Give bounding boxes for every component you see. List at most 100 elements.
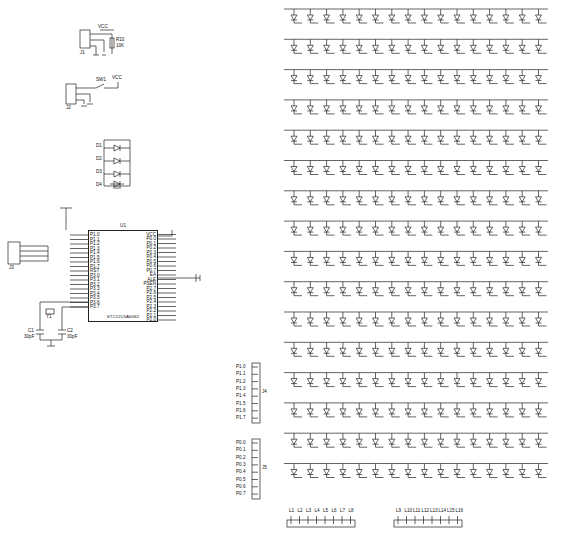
wire [291, 100, 302, 114]
wire [389, 221, 400, 235]
wire [421, 130, 432, 144]
wire [519, 221, 530, 235]
pin-label: L14 [439, 509, 447, 514]
wire [438, 312, 449, 326]
wire [252, 396, 258, 397]
wire [519, 433, 530, 447]
wire [519, 191, 530, 205]
wire [340, 9, 351, 23]
wire [356, 312, 367, 326]
wire [252, 403, 258, 404]
pin-label: 10K [116, 44, 124, 49]
wire [536, 464, 547, 478]
wire [487, 191, 498, 205]
pin-label: P3.7 [90, 305, 99, 310]
wire [70, 235, 88, 236]
wire [158, 288, 176, 289]
wire [291, 342, 302, 356]
wire [70, 253, 88, 254]
wire [454, 433, 465, 447]
pin-label: C1 [28, 329, 34, 334]
header-symbol [287, 520, 355, 527]
wire [421, 403, 432, 417]
wire [389, 403, 400, 417]
wire [470, 100, 481, 114]
wire [252, 443, 258, 444]
wire [284, 160, 548, 161]
wire [324, 433, 335, 447]
pin-label: L12 [422, 509, 430, 514]
wire [284, 433, 548, 434]
wire [438, 161, 449, 175]
wire [487, 39, 498, 53]
wire [503, 191, 514, 205]
wire [373, 161, 384, 175]
wire [421, 100, 432, 114]
wire [421, 342, 432, 356]
wire [519, 312, 530, 326]
wire [307, 9, 318, 23]
wire [487, 161, 498, 175]
wire [487, 403, 498, 417]
wire [373, 282, 384, 296]
wire [356, 130, 367, 144]
wire [389, 312, 400, 326]
wire [158, 257, 176, 258]
pin-label: P1.0 [236, 365, 245, 370]
wire [356, 221, 367, 235]
wire [487, 130, 498, 144]
pin-label: L4 [315, 509, 320, 514]
wire [454, 70, 465, 84]
wire [421, 39, 432, 53]
wire [438, 342, 449, 356]
wire [405, 373, 416, 387]
wire [284, 342, 548, 343]
wire [373, 221, 384, 235]
wire [252, 464, 258, 465]
wire [519, 251, 530, 265]
wire [487, 282, 498, 296]
wire [325, 516, 326, 524]
wire [398, 516, 399, 524]
pin-label: L16 [456, 509, 464, 514]
pin-label: C2 [67, 329, 73, 334]
wire [284, 312, 548, 313]
wire [470, 342, 481, 356]
wire [438, 100, 449, 114]
pin-label: L2 [298, 509, 303, 514]
wire [70, 302, 88, 303]
wire [158, 279, 176, 280]
wire [487, 464, 498, 478]
wire [70, 284, 88, 285]
wire [324, 282, 335, 296]
wire [356, 282, 367, 296]
pin-label: L9 [396, 509, 401, 514]
wire [252, 418, 258, 419]
wire [470, 282, 481, 296]
wire [291, 433, 302, 447]
wire [423, 516, 424, 524]
pin-label: P0.1 [236, 448, 245, 453]
wire [449, 516, 450, 524]
wire [252, 374, 258, 375]
wire [503, 70, 514, 84]
wire [307, 100, 318, 114]
wire [503, 221, 514, 235]
wire [470, 161, 481, 175]
wire [252, 472, 258, 473]
wire [307, 403, 318, 417]
wire [252, 494, 258, 495]
wire [70, 248, 88, 249]
wire [291, 9, 302, 23]
pin-label: D3 [96, 170, 102, 175]
diode-symbol [104, 145, 130, 187]
wire [389, 342, 400, 356]
wire [405, 39, 416, 53]
wire [158, 320, 176, 321]
wire [340, 161, 351, 175]
wire [503, 403, 514, 417]
wire [373, 342, 384, 356]
wire [324, 312, 335, 326]
pin-label: P0.4 [236, 470, 245, 475]
